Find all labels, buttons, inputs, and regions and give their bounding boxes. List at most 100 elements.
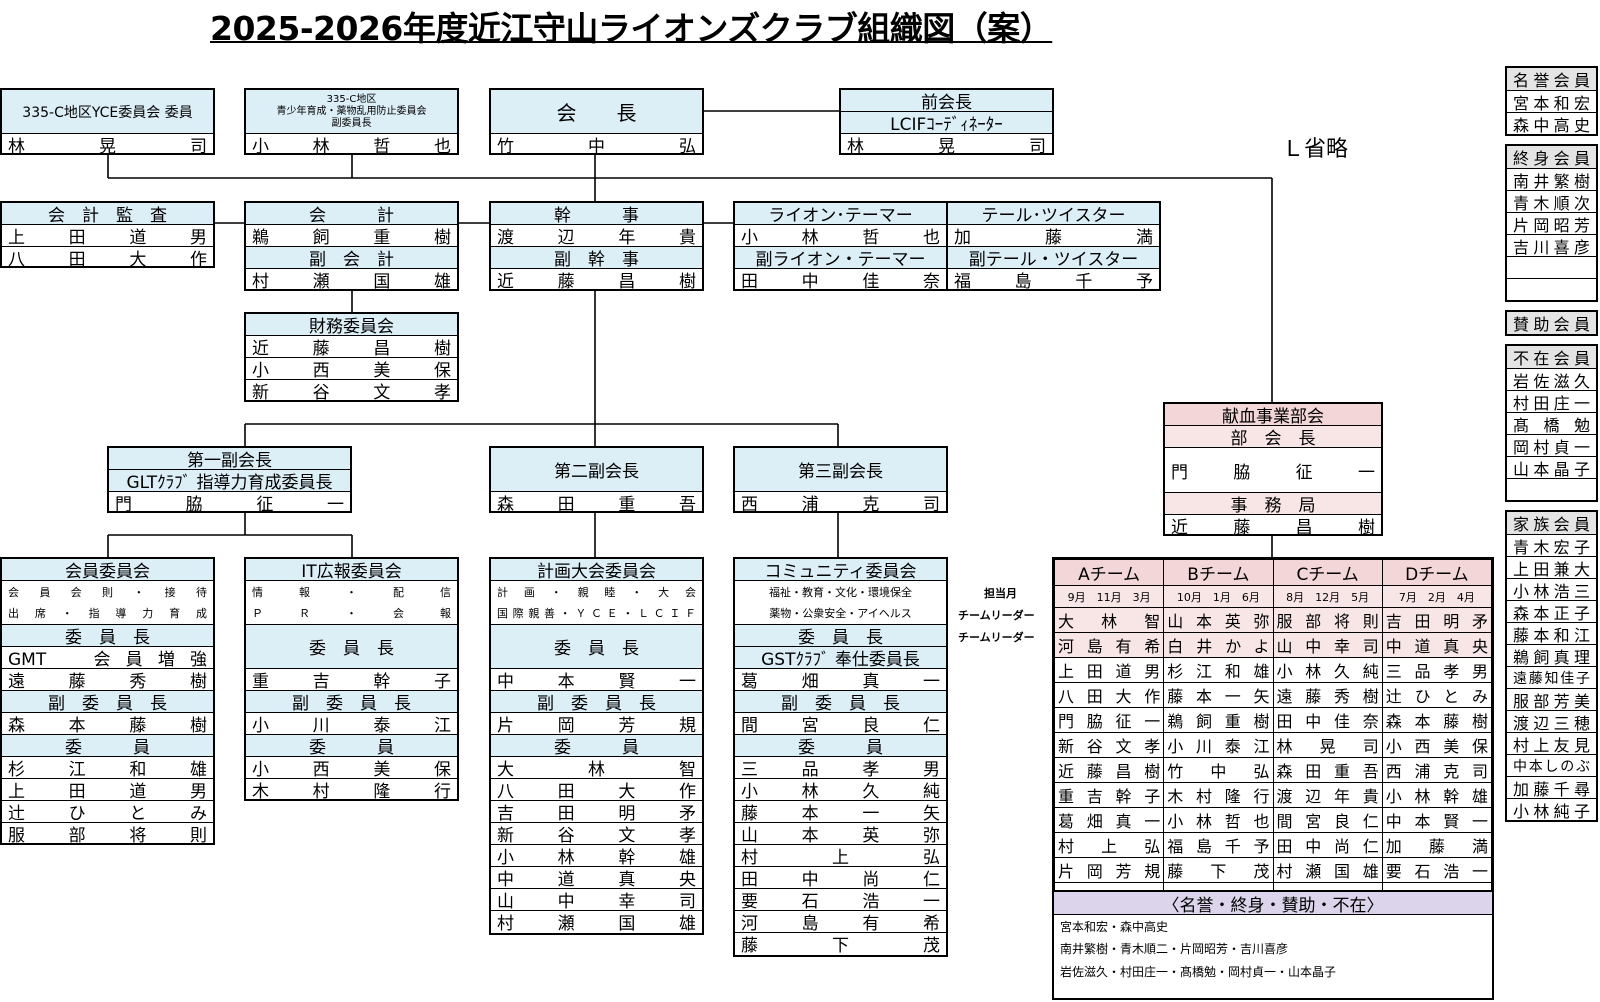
team-cell: 森本藤樹: [1381, 707, 1493, 733]
family-member: 青木宏子: [1507, 534, 1596, 556]
life-member: 南井繁樹: [1507, 168, 1596, 190]
planning-desc: 計画・親睦・大会: [491, 580, 702, 602]
family-member: 藤本和江: [1507, 622, 1596, 644]
honorary-summary-header: 〈名誉・終身・賛助・不在〉: [1054, 892, 1492, 914]
audit-name-2: 八 田 大 作: [2, 246, 213, 268]
family-member: 小林浩三: [1507, 578, 1596, 600]
it-member-label: 委 員: [246, 734, 457, 756]
page-title: 2025-2026年度近江守山ライオンズクラブ組織図（案）: [210, 9, 1053, 48]
it-committee-box: IT広報委員会 情報・配信 Ｐ Ｒ ・ 会 報 委 員 長 重 吉 幹 子 副 …: [244, 557, 459, 801]
honorary-summary-line: 岩佐滋久・村田庄一・髙橋勉・岡村貞一・山本晶子: [1060, 965, 1337, 979]
audit-box: 会 計 監 査 上 田 道 男 八 田 大 作: [0, 201, 215, 268]
team-months: 8月 12月 5月: [1272, 585, 1383, 608]
youth-header: 335-C地区 青少年育成・薬物乱用防止委員会 副委員長: [246, 90, 457, 133]
membership-vice-label: 副 委 員 長: [2, 690, 213, 712]
absent-member: 山本晶子: [1507, 456, 1596, 478]
planning-vice-label: 副 委 員 長: [491, 690, 702, 712]
absent-member: 岩佐滋久: [1507, 368, 1596, 390]
it-vice-label: 副 委 員 長: [246, 690, 457, 712]
it-member: 木 村 隆 行: [246, 778, 457, 799]
team-cell: 藤 下 茂: [1163, 857, 1274, 883]
team-cell: 福島千予: [1163, 832, 1274, 858]
team-cell: 大 林 智: [1053, 607, 1165, 633]
team-cell: 門脇征一: [1053, 707, 1165, 733]
team-cell: 藤本一矢: [1163, 682, 1274, 708]
it-chair-name: 重 吉 幹 子: [246, 668, 457, 690]
blood-chair-label: 部 会 長: [1165, 425, 1381, 447]
honorary-summary-line: 南井繁樹・青木順二・片岡昭芳・吉川喜彦: [1060, 942, 1289, 956]
membership-desc: 会員会則・接待: [2, 580, 213, 602]
team-cell: 重吉幹子: [1053, 782, 1165, 808]
blood-chair-name: 門 脇 征 一: [1165, 447, 1381, 492]
team-cell: 林 晃 司: [1272, 732, 1383, 758]
planning-header: 計画大会委員会: [491, 559, 702, 580]
planning-member: 大 林 智: [491, 756, 702, 778]
honorary-member: 森中高史: [1507, 112, 1596, 134]
vice-lion-tamer-name: 田 中 佳 奈: [735, 268, 946, 290]
community-member-label: 委 員: [735, 734, 946, 756]
community-chair-label: 委 員 長: [735, 624, 946, 646]
community-vice-name: 間 宮 良 仁: [735, 712, 946, 734]
team-cell: 森田重吾: [1272, 757, 1383, 783]
honorary-summary-line: 宮本和宏・森中高史: [1054, 914, 1492, 937]
it-member: 小 西 美 保: [246, 756, 457, 778]
team-months: 10月 1月 6月: [1163, 585, 1274, 608]
community-member: 山 本 英 弥: [735, 822, 946, 844]
community-member: 要 石 浩 一: [735, 888, 946, 910]
team-leader-label: チームリーダー: [958, 631, 1035, 644]
life-member: 片岡昭芳: [1507, 212, 1596, 234]
team-cell: 西浦克司: [1381, 757, 1493, 783]
planning-member: 山 中 幸 司: [491, 888, 702, 910]
community-desc: 福祉・教育・文化・環境保全: [735, 580, 946, 602]
family-members: 家族会員 青木宏子 上田兼大 小林浩三 森本正子 藤本和江 鵜飼真理 遠藤知佳子…: [1505, 510, 1598, 822]
team-cell: 加 藤 満: [1381, 832, 1493, 858]
team-cell: 杉江和雄: [1163, 657, 1274, 683]
treasurer-box: 会 計 鵜 飼 重 樹 副 会 計 村 瀬 国 雄: [244, 201, 459, 291]
vp3-header: 第三副会長: [735, 448, 946, 491]
lcif-coordinator: LCIFｺｰﾃﾞｨﾈｰﾀｰ: [841, 111, 1052, 133]
team-cell: 三品孝男: [1381, 657, 1493, 683]
community-vice-label: 副 委 員 長: [735, 690, 946, 712]
planning-chair-name: 中 本 賢 一: [491, 668, 702, 690]
family-member: 森本正子: [1507, 600, 1596, 622]
planning-member: 新 谷 文 孝: [491, 822, 702, 844]
team-cell: 白井かよ: [1163, 632, 1274, 658]
team-cell: 渡辺年貴: [1272, 782, 1383, 808]
family-member: 加藤千尋: [1507, 776, 1596, 798]
yce-committee-box: 335-C地区YCE委員会 委員 林 晃 司: [0, 88, 215, 155]
community-header: コミュニティ委員会: [735, 559, 946, 580]
vp2-header: 第二副会長: [491, 448, 702, 491]
membership-vice-name: 森 本 藤 樹: [2, 712, 213, 734]
honorary-members: 名誉会員 宮本和宏 森中高史: [1505, 66, 1598, 136]
yce-header: 335-C地区YCE委員会 委員: [2, 90, 213, 133]
planning-member-label: 委 員: [491, 734, 702, 756]
yce-name: 林 晃 司: [2, 133, 213, 155]
team-months: 9月 11月 3月: [1053, 585, 1165, 608]
honorary-summary-box: 〈名誉・終身・賛助・不在〉 宮本和宏・森中高史 南井繁樹・青木順二・片岡昭芳・吉…: [1052, 890, 1494, 1000]
planning-member: 中 道 真 央: [491, 866, 702, 888]
tail-twister-name: 加 藤 満: [948, 224, 1159, 246]
month-label: 担当月: [984, 587, 1017, 600]
gst-chair-label: GSTｸﾗﾌﾞ 奉仕委員長: [735, 646, 946, 668]
it-vice-name: 小 川 泰 江: [246, 712, 457, 734]
planning-vice-name: 片 岡 芳 規: [491, 712, 702, 734]
membership-member-label: 委 員: [2, 734, 213, 756]
planning-member: 吉 田 明 矛: [491, 800, 702, 822]
membership-chair-label: 委 員 長: [2, 624, 213, 646]
team-cell: 中道真央: [1381, 632, 1493, 658]
team-d-header: Dチーム: [1381, 559, 1493, 586]
family-member: 村上友見: [1507, 732, 1596, 754]
team-cell: 小林幹雄: [1381, 782, 1493, 808]
support-header: 賛助会員: [1507, 312, 1596, 334]
life-member-empty: [1507, 278, 1596, 300]
finance-member: 新 谷 文 孝: [246, 379, 457, 401]
membership-member: 杉 江 和 雄: [2, 756, 213, 778]
team-c-header: Cチーム: [1272, 559, 1383, 586]
finance-committee-box: 財務委員会 近 藤 昌 樹 小 西 美 保 新 谷 文 孝: [244, 312, 459, 402]
lion-tamer-name: 小 林 哲 也: [735, 224, 946, 246]
family-member: 鵜飼真理: [1507, 644, 1596, 666]
finance-member: 小 西 美 保: [246, 357, 457, 379]
first-vice-president-box: 第一副会長 GLTｸﾗﾌﾞ 指導力育成委員長 門 脇 征 一: [107, 446, 352, 513]
president-header: 会 長: [491, 90, 702, 133]
